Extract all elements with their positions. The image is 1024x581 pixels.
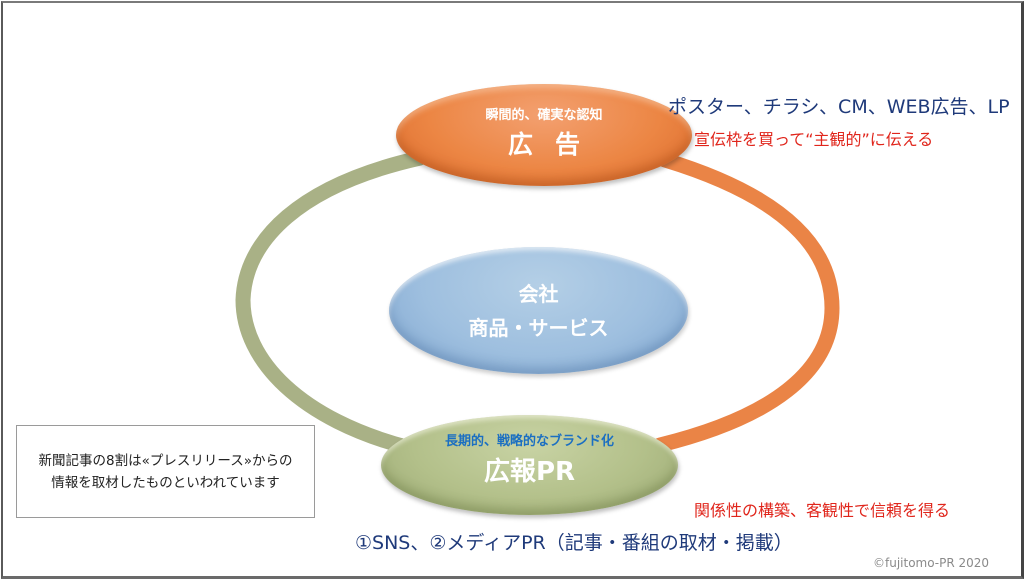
pr-subtitle: 長期的、戦略的なブランド化 xyxy=(444,434,614,449)
ring-arc-right xyxy=(652,152,840,453)
note-line-2: 情報を取材したものといわれています xyxy=(51,474,280,491)
pr-channels: ①SNS、②メディアPR（記事・番組の取材・掲載） xyxy=(355,532,793,554)
advertising-description: 宣伝枠を買って“主観的”に伝える xyxy=(694,130,934,149)
pr-ellipse: 長期的、戦略的なブランド化 広報PR xyxy=(381,415,678,515)
products-services-label: 商品・サービス xyxy=(468,315,609,340)
pr-title: 広報PR xyxy=(483,457,576,487)
ring-arc-left xyxy=(235,150,428,456)
press-release-note: 新聞記事の8割は«プレスリリース»からの 情報を取材したものといわれています xyxy=(16,425,315,518)
advertising-subtitle: 瞬間的、確実な認知 xyxy=(485,107,603,123)
advertising-ellipse: 瞬間的、確実な認知 広告 xyxy=(396,84,692,186)
pr-description: 関係性の構築、客観性で信頼を得る xyxy=(694,501,951,520)
copyright: ©fujitomo-PR 2020 xyxy=(873,556,990,570)
advertising-examples: ポスター、チラシ、CM、WEB広告、LP xyxy=(668,96,1010,118)
company-label: 会社 xyxy=(518,281,559,306)
note-line-1: 新聞記事の8割は«プレスリリース»からの xyxy=(38,452,293,469)
company-ellipse: 会社 商品・サービス xyxy=(389,247,688,374)
advertising-title: 広告 xyxy=(507,129,602,159)
